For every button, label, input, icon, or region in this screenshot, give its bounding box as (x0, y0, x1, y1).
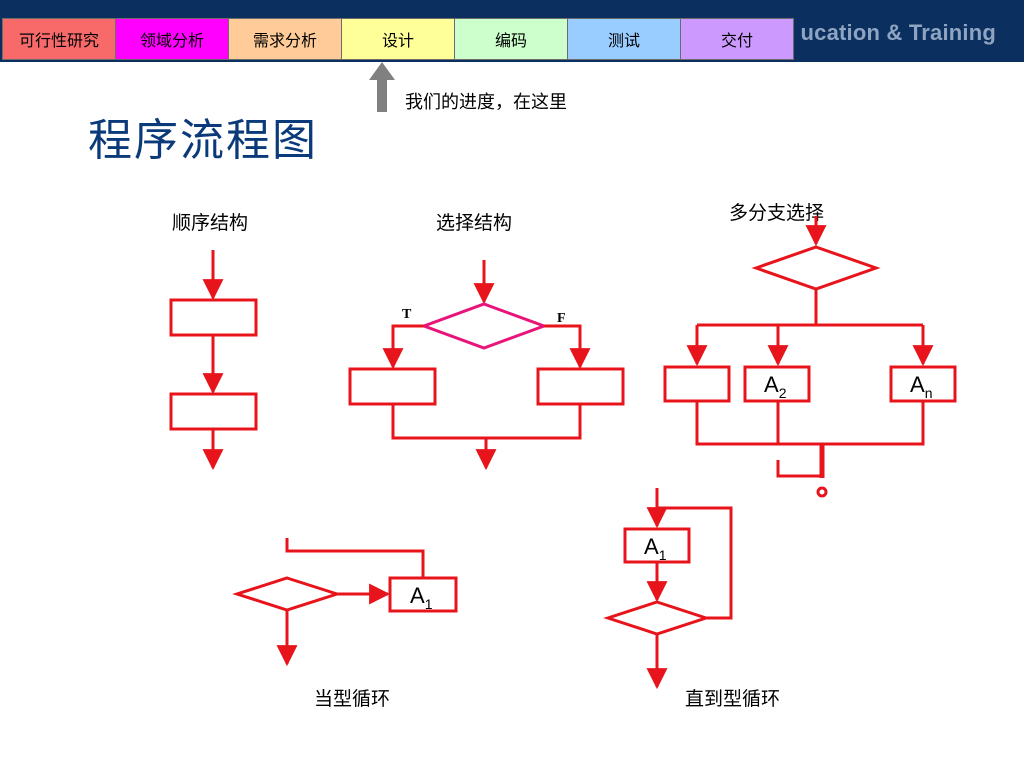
selection-true-branch (382, 324, 424, 370)
sequence-box-2 (169, 392, 258, 431)
tab-testing[interactable]: 测试 (568, 19, 681, 59)
until-loop-back-line (657, 506, 733, 620)
tab-coding[interactable]: 编码 (455, 19, 568, 59)
selection-structure (348, 260, 625, 471)
selection-true-label: T (402, 307, 412, 322)
selection-merge-line (391, 404, 582, 440)
tab-design[interactable]: 设计 (342, 19, 455, 59)
until-condition-diamond (603, 600, 711, 636)
selection-box-false (536, 367, 625, 406)
selection-false-label: F (557, 311, 566, 326)
while-body-box (388, 576, 458, 613)
multi-merge-line (695, 401, 925, 446)
process-tabs: 可行性研究 领域分析 需求分析 设计 编码 测试 交付 (2, 18, 794, 60)
multi-box-1 (663, 365, 731, 403)
while-condition-diamond (232, 576, 342, 612)
tab-delivery[interactable]: 交付 (681, 19, 793, 59)
while-loop-label: 当型循环 (314, 688, 391, 710)
multi-condition-diamond (751, 245, 881, 291)
page-title: 程序流程图 (88, 115, 318, 166)
selection-box-true (348, 367, 437, 406)
multi-branch-structure (663, 216, 957, 498)
sequence-box-1 (169, 298, 258, 337)
selection-structure-label: 选择结构 (436, 212, 513, 234)
until-loop-label: 直到型循环 (685, 688, 781, 710)
multi-box-n-label: An (910, 372, 932, 401)
sequence-structure-label: 顺序结构 (172, 212, 249, 234)
tab-domain-analysis[interactable]: 领域分析 (116, 19, 229, 59)
while-loop-structure (232, 538, 458, 667)
until-loop-structure (603, 488, 733, 690)
header-brand-text: ucation & Training (800, 20, 996, 45)
selection-condition-diamond (419, 302, 549, 350)
while-body-label: A1 (410, 583, 433, 612)
tab-requirements-analysis[interactable]: 需求分析 (229, 19, 342, 59)
tab-feasibility-study[interactable]: 可行性研究 (3, 19, 116, 59)
until-body-label: A1 (644, 534, 667, 563)
sequence-structure (169, 250, 258, 471)
multi-exit-ring (816, 486, 828, 498)
multi-merge-lower (776, 460, 822, 478)
multi-box-2-label: A2 (764, 372, 787, 401)
progress-note: 我们的进度，在这里 (405, 92, 567, 113)
multi-branch-label: 多分支选择 (729, 202, 825, 224)
while-loop-back-line (285, 538, 425, 578)
selection-false-branch (544, 324, 591, 370)
progress-up-arrow-icon (369, 62, 395, 112)
